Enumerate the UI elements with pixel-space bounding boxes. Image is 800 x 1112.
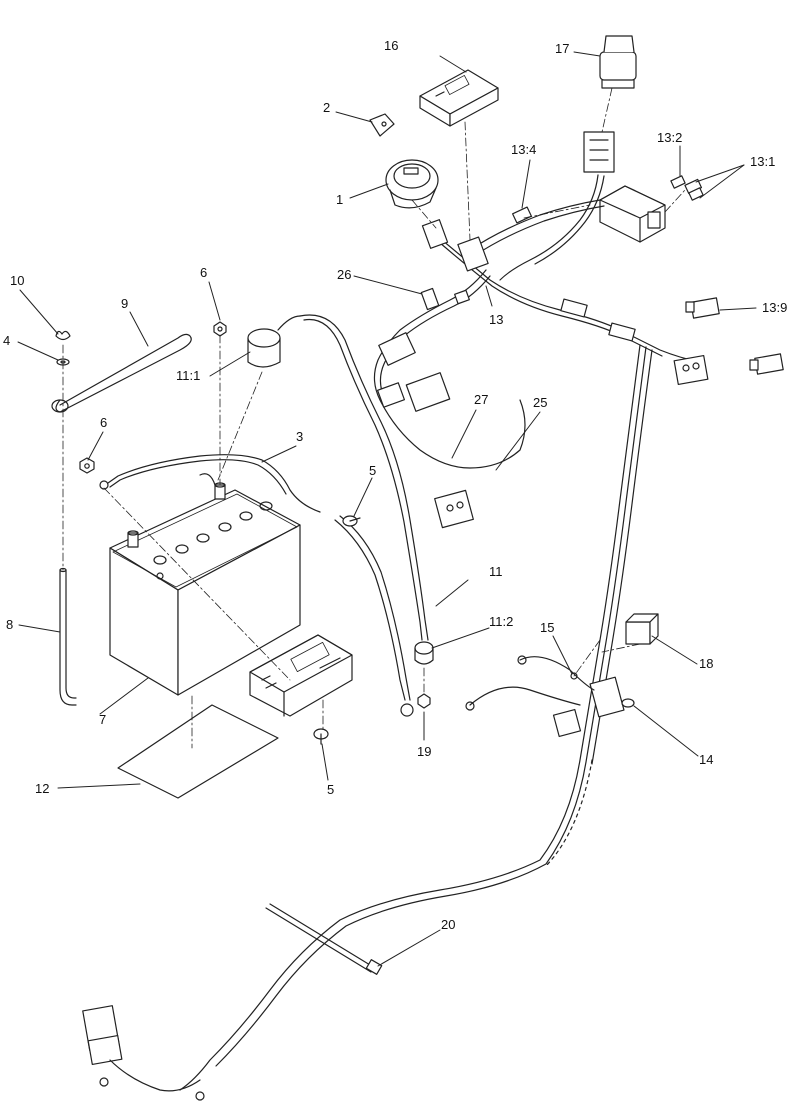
- callout-18: 18: [699, 656, 714, 671]
- callout-2: 2: [323, 100, 331, 115]
- control-module: [250, 635, 352, 716]
- battery: [110, 483, 300, 695]
- callout-26: 26: [337, 267, 352, 282]
- callout-7: 7: [99, 712, 107, 727]
- toggle-switch: [600, 36, 636, 88]
- callout-13-4: 13:4: [511, 142, 537, 157]
- callout-13-1: 13:1: [750, 154, 776, 169]
- fuse-13-1: [685, 179, 703, 200]
- callout-13-2: 13:2: [657, 130, 683, 145]
- callout-5-upper: 5: [369, 463, 377, 478]
- callout-11-2: 11:2: [489, 614, 514, 629]
- wing-nut: [56, 331, 70, 339]
- connector-25: [435, 490, 474, 527]
- connector-13-9-a: [686, 298, 719, 318]
- connector-mid-left: [379, 333, 415, 366]
- nut-19: [418, 694, 430, 708]
- fuse-block: [600, 186, 665, 242]
- solenoid-assembly: [466, 656, 634, 736]
- callout-11-1: 11:1: [176, 368, 201, 383]
- callout-17: 17: [555, 41, 570, 56]
- fuse-13-2: [671, 176, 685, 188]
- callout-1: 1: [336, 192, 344, 207]
- relay: [626, 614, 658, 644]
- callout-11: 11: [489, 564, 503, 579]
- hold-down-rod: [60, 569, 76, 706]
- callout-25: 25: [533, 395, 548, 410]
- nut-upper: [214, 322, 226, 336]
- connector-mid: [378, 373, 450, 412]
- callout-19: 19: [417, 744, 432, 759]
- assembly-lines: [62, 87, 686, 749]
- callout-20: 20: [441, 917, 456, 932]
- callout-10: 10: [10, 273, 25, 288]
- battery-mat: [118, 705, 278, 798]
- callout-12: 12: [35, 781, 50, 796]
- connector-13-9-mating: [674, 356, 708, 385]
- callout-6-lower: 6: [100, 415, 108, 430]
- callout-8: 8: [6, 617, 14, 632]
- switch-connector: [584, 132, 614, 172]
- negative-cable: [100, 455, 320, 512]
- cable-tie: [266, 904, 382, 974]
- fuse-13-4: [513, 207, 532, 223]
- leader-lines: [17, 51, 757, 967]
- callout-4: 4: [3, 333, 11, 348]
- circuit-breaker: [415, 642, 433, 664]
- push-clip-lower: [314, 729, 328, 744]
- callout-3: 3: [296, 429, 304, 444]
- bottom-connector: [83, 1006, 204, 1100]
- callout-14: 14: [699, 752, 714, 767]
- callout-15: 15: [540, 620, 555, 635]
- terminal-boot: [248, 316, 300, 367]
- connector-26: [421, 288, 469, 309]
- connector-hourmeter-plug: [458, 237, 488, 271]
- hold-down-strap: [52, 334, 191, 412]
- callout-9: 9: [121, 296, 129, 311]
- connector-13-9-b: [750, 354, 783, 374]
- callout-6-upper: 6: [200, 265, 208, 280]
- callout-5-lower: 5: [327, 782, 335, 797]
- callout-13: 13: [489, 312, 504, 327]
- callout-13-9: 13:9: [762, 300, 788, 315]
- nut-lower: [80, 458, 94, 473]
- push-clip-upper: [343, 516, 360, 526]
- connector-right-mid: [561, 299, 635, 341]
- callout-16: 16: [384, 38, 399, 53]
- ignition-key: [370, 114, 394, 136]
- connector-switch-plug: [422, 220, 447, 249]
- ignition-switch: [386, 160, 438, 208]
- hour-meter: [420, 70, 498, 126]
- positive-cable: [300, 315, 428, 716]
- callout-27: 27: [474, 392, 489, 407]
